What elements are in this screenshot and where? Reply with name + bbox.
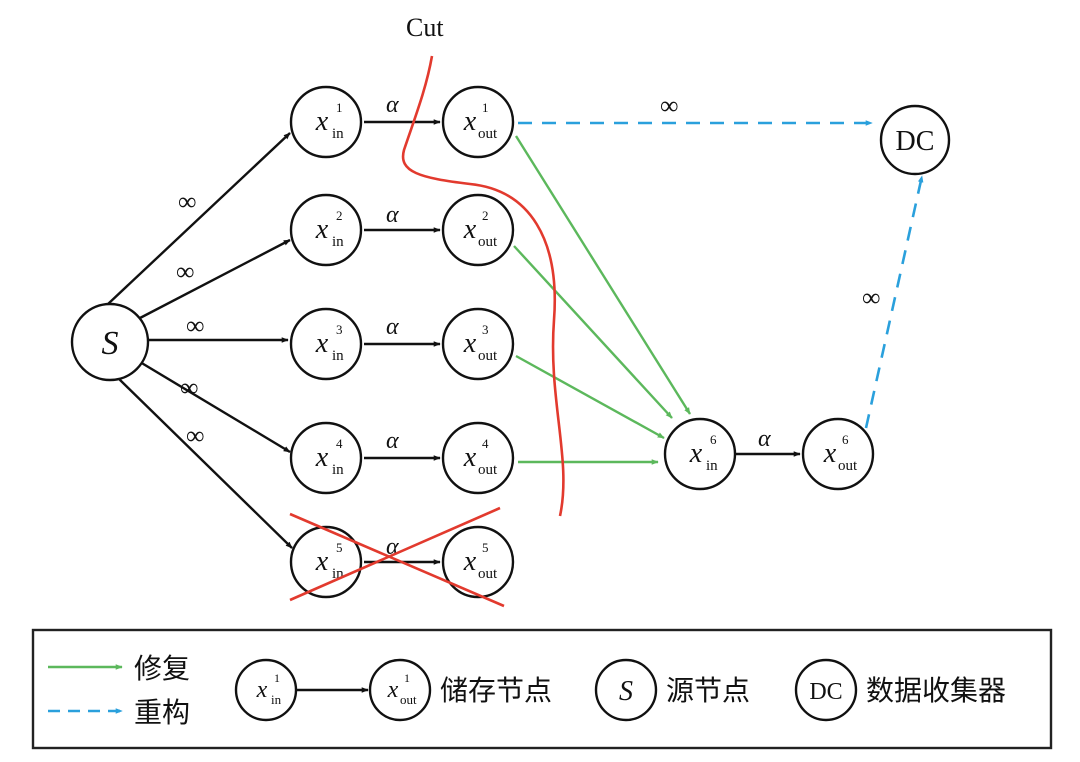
svg-text:x: x xyxy=(463,106,477,137)
legend-source-node: S xyxy=(594,658,658,722)
data-collector-node: DC xyxy=(879,104,951,176)
svg-text:2: 2 xyxy=(482,208,489,223)
legend-source-label: 源节点 xyxy=(666,674,750,707)
svg-text:x: x xyxy=(387,677,399,703)
svg-text:DC: DC xyxy=(896,126,935,157)
svg-text:2: 2 xyxy=(336,208,343,223)
svg-text:3: 3 xyxy=(482,322,489,337)
inf-label-2: ∞ xyxy=(176,257,195,286)
svg-text:in: in xyxy=(271,692,282,707)
svg-text:in: in xyxy=(706,458,718,474)
edge-s-xin2 xyxy=(139,238,291,320)
inf-label-1: ∞ xyxy=(178,187,197,216)
reconstruct-edges xyxy=(518,120,924,429)
svg-text:x: x xyxy=(256,677,268,703)
storage-node-xout5: x 5 out xyxy=(441,525,515,599)
legend-collector-node: DC xyxy=(794,658,858,722)
svg-text:6: 6 xyxy=(710,432,717,447)
svg-text:6: 6 xyxy=(842,432,849,447)
storage-node-xin5: x 5 in xyxy=(289,525,363,599)
svg-text:5: 5 xyxy=(482,540,489,555)
legend-xin-node: x 1 in xyxy=(234,658,298,722)
svg-text:x: x xyxy=(823,438,837,469)
svg-text:in: in xyxy=(332,462,344,478)
legend-xout-node: x 1 out xyxy=(368,658,432,722)
storage-internal-edges xyxy=(364,119,801,565)
svg-text:x: x xyxy=(463,546,477,577)
edge-s-xin5 xyxy=(117,377,293,549)
inf-label-dc-right: ∞ xyxy=(862,283,881,312)
svg-text:in: in xyxy=(332,126,344,142)
storage-node-xout3: x 3 out xyxy=(441,307,515,381)
svg-text:3: 3 xyxy=(336,322,343,337)
legend-storage-label: 储存节点 xyxy=(440,674,552,707)
alpha-label-1: α xyxy=(386,92,399,118)
svg-text:in: in xyxy=(332,348,344,364)
edge-s-xin4 xyxy=(139,360,291,454)
legend-box xyxy=(31,628,1053,750)
storage-node-xin2: x 2 in xyxy=(289,193,363,267)
svg-text:out: out xyxy=(478,126,498,142)
svg-text:x: x xyxy=(315,214,329,245)
cut-label: Cut xyxy=(406,13,444,42)
repair-edges xyxy=(513,135,692,465)
repair-edge-xout1 xyxy=(514,135,692,415)
svg-text:DC: DC xyxy=(809,679,842,705)
svg-text:1: 1 xyxy=(274,671,280,685)
svg-text:S: S xyxy=(102,325,119,362)
svg-text:in: in xyxy=(332,234,344,250)
svg-text:out: out xyxy=(478,234,498,250)
svg-text:x: x xyxy=(463,328,477,359)
new-node-xin6: x 6 in xyxy=(663,417,737,491)
new-node-xout6: x 6 out xyxy=(801,417,875,491)
repair-edge-xout2 xyxy=(513,245,673,419)
storage-node-xin4: x 4 in xyxy=(289,421,363,495)
alpha-label-6: α xyxy=(758,426,771,452)
legend-collector-label: 数据收集器 xyxy=(866,674,1006,707)
svg-text:1: 1 xyxy=(482,100,489,115)
svg-text:5: 5 xyxy=(336,540,343,555)
svg-text:S: S xyxy=(619,676,633,707)
legend-reconstruct-label: 重构 xyxy=(134,696,190,729)
inf-label-dc-top: ∞ xyxy=(660,91,679,120)
svg-text:out: out xyxy=(478,566,498,582)
inf-label-3: ∞ xyxy=(186,311,205,340)
svg-text:x: x xyxy=(315,106,329,137)
svg-text:4: 4 xyxy=(336,436,343,451)
alpha-label-3: α xyxy=(386,314,399,340)
svg-text:out: out xyxy=(478,348,498,364)
storage-node-xout4: x 4 out xyxy=(441,421,515,495)
svg-text:x: x xyxy=(315,546,329,577)
storage-node-xin1: x 1 in xyxy=(289,85,363,159)
alpha-label-4: α xyxy=(386,428,399,454)
storage-node-xout2: x 2 out xyxy=(441,193,515,267)
legend: 修复 重构 x 1 in x 1 out 储存节点 S 源节点 DC 数据收集器 xyxy=(31,628,1053,750)
svg-text:1: 1 xyxy=(336,100,343,115)
svg-text:x: x xyxy=(689,438,703,469)
repair-edge-xout3 xyxy=(515,354,665,440)
svg-text:out: out xyxy=(478,462,498,478)
source-edges xyxy=(107,132,293,549)
inf-label-5: ∞ xyxy=(186,421,205,450)
alpha-label-2: α xyxy=(386,202,399,228)
cut-curve xyxy=(401,55,565,517)
svg-text:1: 1 xyxy=(404,671,410,685)
edge-s-xin1 xyxy=(107,132,291,305)
storage-node-xin3: x 3 in xyxy=(289,307,363,381)
reconstruct-edge-xout6-dc xyxy=(864,175,924,429)
failed-node-cross xyxy=(289,506,505,608)
legend-repair-label: 修复 xyxy=(134,652,190,685)
storage-node-xout1: x 1 out xyxy=(441,85,515,159)
svg-text:x: x xyxy=(315,328,329,359)
inf-label-4: ∞ xyxy=(180,373,199,402)
svg-text:4: 4 xyxy=(482,436,489,451)
source-node: S xyxy=(70,302,150,382)
svg-text:x: x xyxy=(463,214,477,245)
svg-text:out: out xyxy=(400,692,417,707)
svg-text:x: x xyxy=(463,442,477,473)
svg-text:out: out xyxy=(838,458,858,474)
svg-text:x: x xyxy=(315,442,329,473)
